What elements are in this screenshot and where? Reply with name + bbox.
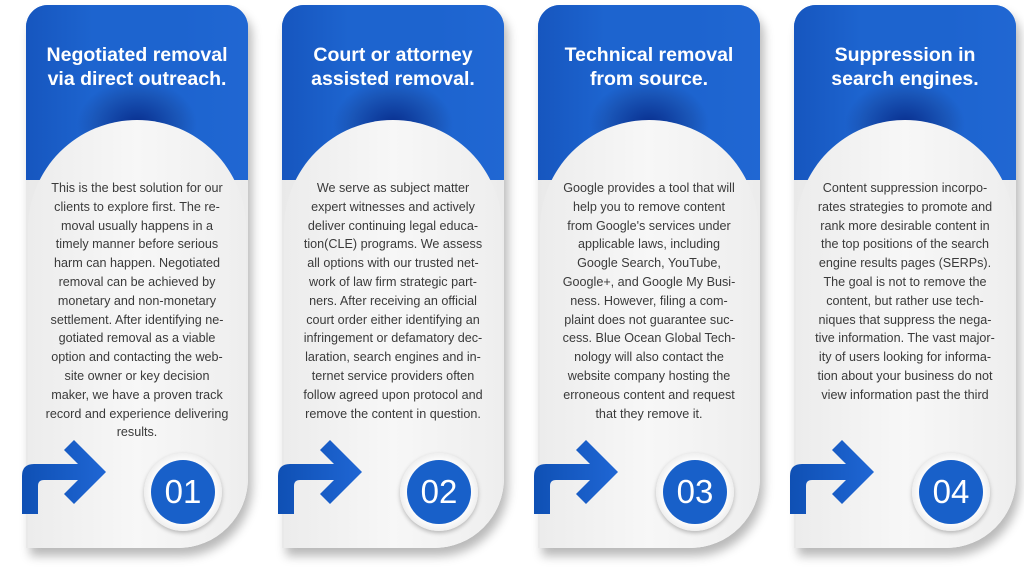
step-number: 03 bbox=[663, 460, 727, 524]
card-title: Technical removal from source. bbox=[564, 44, 734, 90]
card-description: Google provides a tool that will help yo… bbox=[562, 181, 736, 421]
step-number: 04 bbox=[919, 460, 983, 524]
arrow-right-turn-icon bbox=[10, 434, 110, 524]
arrow-right-turn-icon bbox=[522, 434, 622, 524]
step-number-badge: 03 bbox=[656, 453, 734, 531]
card-title: Negotiated removal via direct outreach. bbox=[46, 44, 228, 90]
arrow-right-turn-icon bbox=[778, 434, 878, 524]
step-card-02: Court or attorney assisted removal. We se… bbox=[282, 5, 504, 548]
card-description: Content suppression incorpo- rates strat… bbox=[815, 181, 995, 402]
step-card-01: Negotiated removal via direct outreach. T… bbox=[26, 5, 248, 548]
step-number-badge: 02 bbox=[400, 453, 478, 531]
arrow-right-turn-icon bbox=[266, 434, 366, 524]
card-title: Suppression in search engines. bbox=[831, 44, 979, 90]
step-number-badge: 04 bbox=[912, 453, 990, 531]
step-number: 01 bbox=[151, 460, 215, 524]
card-description: This is the best solution for our client… bbox=[45, 181, 229, 440]
card-title: Court or attorney assisted removal. bbox=[311, 44, 475, 90]
step-number: 02 bbox=[407, 460, 471, 524]
card-description: We serve as subject matter expert witnes… bbox=[303, 181, 483, 421]
step-number-badge: 01 bbox=[144, 453, 222, 531]
